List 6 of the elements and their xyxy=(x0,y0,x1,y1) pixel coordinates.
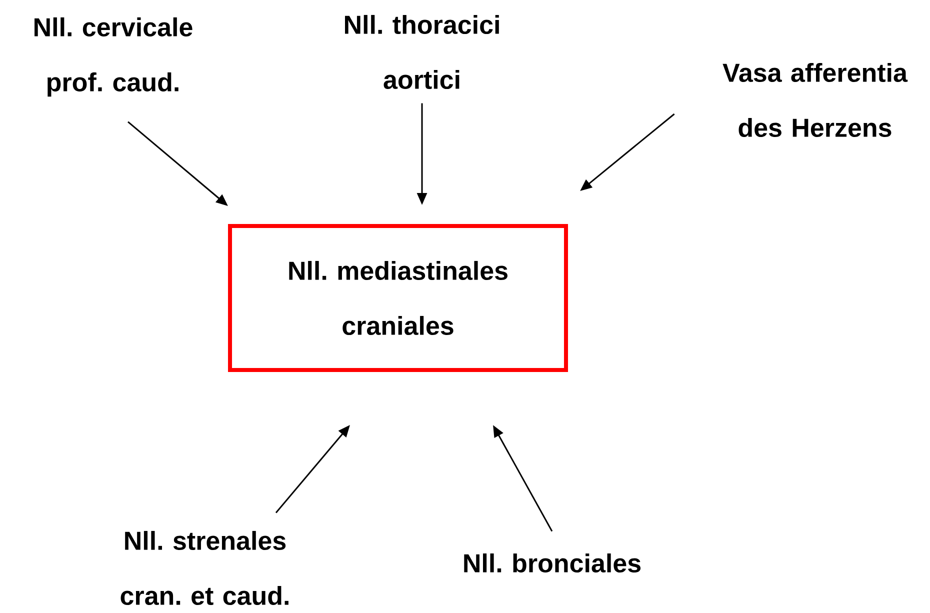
text-label: Vasa afferentia des Herzens xyxy=(722,62,908,138)
text-label: Nll. bronciales xyxy=(464,553,641,573)
text-label: Nll. cervicale prof. caud. xyxy=(34,17,192,97)
text-label: Nll. strenales cran. et caud. xyxy=(120,530,288,606)
process-box: Nll. mediastinales craniales xyxy=(228,224,568,372)
text-label: Nll. thoracici aortici xyxy=(345,14,499,90)
